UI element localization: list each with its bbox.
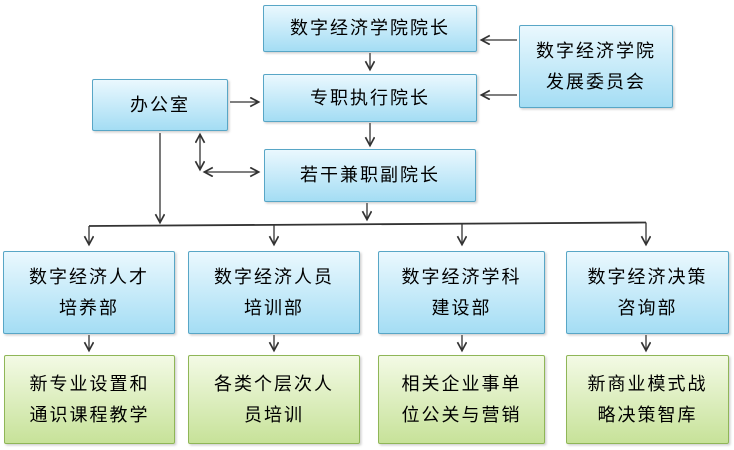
node-executive-dean: 专职执行院长 [263, 74, 477, 122]
node-dept-consulting-label-2: 咨询部 [617, 297, 678, 318]
node-dept-discipline-label-1: 数字经济学科 [401, 266, 522, 287]
node-func-thinktank-label-1: 新商业模式战 [587, 373, 708, 394]
node-func-training-label-2: 员培训 [244, 404, 304, 425]
node-dept-talent-cultivation: 数字经济人才 培养部 [3, 251, 175, 334]
node-func-public-relations: 相关企业事单 位公关与营销 [378, 355, 545, 444]
node-dept-discipline-label-2: 建设部 [431, 297, 492, 318]
node-dept-talent-label-2: 培养部 [59, 297, 119, 318]
node-dept-decision-consulting: 数字经济决策 咨询部 [566, 251, 729, 334]
node-dept-personnel-training: 数字经济人员 培训部 [188, 251, 360, 334]
node-dept-training-label-2: 培训部 [244, 297, 304, 318]
node-development-committee-label-2: 发展委员会 [546, 71, 646, 92]
node-dean-label: 数字经济学院院长 [290, 18, 450, 38]
node-development-committee: 数字经济学院 发展委员会 [519, 25, 673, 108]
node-func-training: 各类个层次人 员培训 [188, 355, 360, 444]
node-office-label: 办公室 [130, 94, 190, 115]
node-vice-deans-label: 若干兼职副院长 [300, 165, 440, 185]
node-dept-training-label-1: 数字经济人员 [214, 266, 334, 287]
node-func-thinktank-label-2: 略决策智库 [597, 404, 698, 425]
node-executive-dean-label: 专职执行院长 [310, 87, 430, 108]
node-func-pr-label-2: 位公关与营销 [401, 404, 522, 425]
node-dept-discipline-construction: 数字经济学科 建设部 [378, 251, 545, 334]
node-func-pr-label-1: 相关企业事单 [401, 373, 522, 394]
node-func-thinktank: 新商业模式战 略决策智库 [566, 355, 729, 444]
node-func-training-label-1: 各类个层次人 [214, 373, 334, 394]
node-dept-consulting-label-1: 数字经济决策 [587, 266, 708, 287]
node-func-curriculum: 新专业设置和 通识课程教学 [4, 355, 175, 444]
node-func-curriculum-label-2: 通识课程教学 [29, 404, 150, 425]
node-office: 办公室 [92, 79, 228, 131]
node-development-committee-label-1: 数字经济学院 [536, 40, 656, 61]
node-dept-talent-label-1: 数字经济人才 [29, 266, 149, 287]
node-dean: 数字经济学院院长 [263, 5, 477, 52]
node-vice-deans: 若干兼职副院长 [264, 149, 476, 202]
node-func-curriculum-label-1: 新专业设置和 [29, 373, 150, 394]
distribution-line [88, 221, 647, 227]
